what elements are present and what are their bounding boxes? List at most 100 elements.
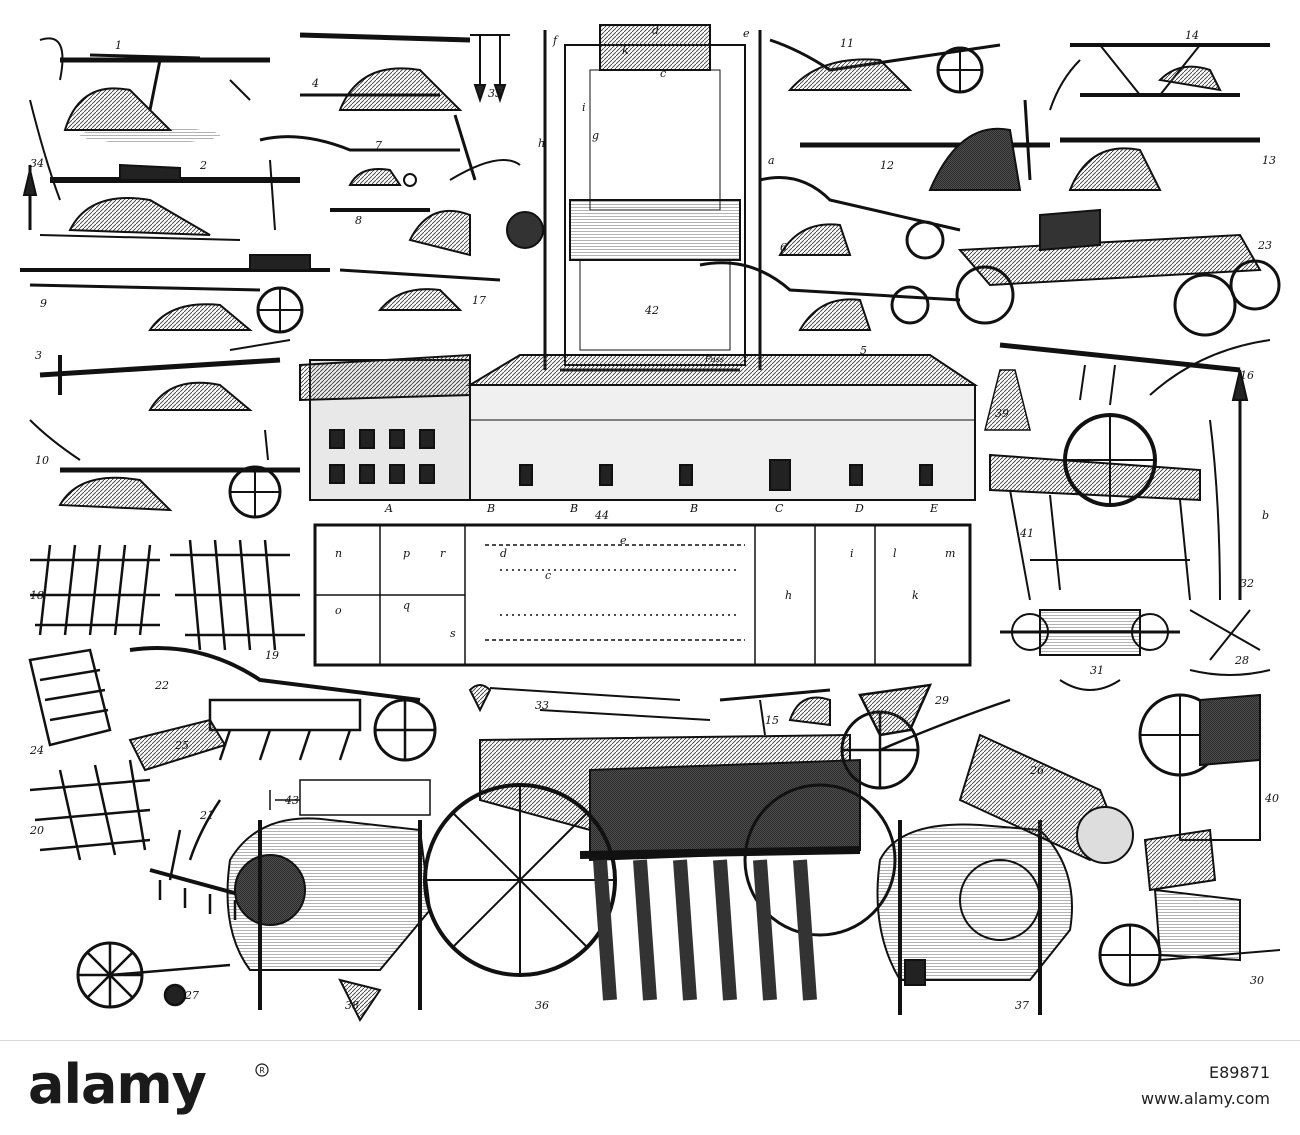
engraving-drawing [20,24,1281,1022]
plan-letter: e [620,534,627,547]
plough-1 [39,37,270,143]
building-elevation [299,353,979,501]
loom-42 [506,24,762,372]
plough-4 [299,32,471,111]
chaff-cutter-41 [989,413,1201,601]
building-letter: A [385,502,393,515]
wheelbarrow-27 [76,941,231,1009]
engraving-plate: 1 2 3 4 5 6 7 8 9 10 11 12 13 14 15 16 1… [20,24,1281,1022]
figure-number: 17 [472,294,486,307]
hoe-28 [1189,609,1271,676]
plough-14 [1070,43,1270,97]
tool-letter: b [1262,509,1270,522]
plan-letter: r [440,547,446,560]
tool-35 [470,34,510,104]
plough-10 [29,419,300,519]
figure-number: 29 [935,694,949,707]
plan-letter: s [450,627,456,640]
loom-scale-label: Fuss [705,355,724,364]
plan-letter: q [403,599,411,612]
figure-number: 35 [488,87,502,100]
harrow-21 [149,799,261,920]
figure-number: 14 [1185,29,1199,42]
harrow-20 [29,759,151,861]
plan-letter: c [545,569,552,582]
plough-3 [39,339,291,411]
tool-34 [22,165,38,230]
item-43 [269,779,431,816]
fanning-mill-38 [226,817,432,1022]
building-letter: C [775,502,784,515]
figure-number: 26 [1030,764,1044,777]
hurdle-24 [28,648,112,747]
site-url[interactable]: www.alamy.com [1141,1089,1270,1108]
plough-13 [1049,59,1260,191]
plough-5 [699,261,961,331]
building-letter: B [570,502,579,515]
plan-letter: o [335,604,342,617]
tool-32 [1209,369,1249,601]
figure-number: 27 [185,989,199,1002]
loom-letter: i [582,101,586,114]
figure-number: 6 [780,241,787,254]
hurdle-19 [170,539,305,651]
plan-letter: k [912,589,919,602]
roller-26 [958,733,1134,864]
figure-number: 3 [35,349,42,362]
footer-bar: alamy R E89871 www.alamy.com [0,1040,1300,1135]
plough-12 [800,99,1050,191]
figure-number: 7 [375,139,382,152]
item-39 [984,369,1031,431]
image-id: E89871 [1208,1063,1270,1082]
figure-number: 43 [285,794,299,807]
figure-number: 12 [880,159,894,172]
figure-number: 23 [1258,239,1272,252]
plough-15 [719,688,831,736]
figure-number: 2 [200,159,207,172]
figure-number: 8 [355,214,362,227]
figure-number: 44 [595,509,609,522]
figure-number: 34 [30,157,44,170]
building-letter: D [855,502,864,515]
loom-letter: e [743,27,750,40]
figure-number: 5 [860,344,867,357]
building-letter: B [487,502,496,515]
seeder-29 [840,683,1011,790]
tool-33 [468,684,711,721]
figure-number: 32 [1240,577,1254,590]
plan-letter: n [335,547,343,560]
plan-letter: d [500,547,508,560]
plan-letter: p [403,547,411,560]
svg-text:R: R [259,1066,265,1075]
plan-letter: l [893,547,897,560]
hurdle-18 [30,544,160,636]
roller-31 [1000,609,1180,691]
figure-number: 41 [1020,527,1034,540]
tray-25 [128,718,227,772]
figure-number: 33 [535,699,549,712]
figure-number: 10 [35,454,49,467]
figure-number: 11 [840,37,854,50]
plan-letter: h [785,589,793,602]
figure-number: 42 [645,304,659,317]
brand-logo[interactable]: alamy [28,1053,207,1116]
plough-8 [330,159,521,257]
plough-16 [999,339,1271,406]
figure-number: 4 [312,77,319,90]
figure-number: 20 [30,824,44,837]
figure-number: 13 [1262,154,1276,167]
figure-number: 38 [345,999,359,1012]
building-letter: B [690,502,699,515]
loom-letter: d [652,24,660,37]
floor-plan [313,523,972,667]
plan-letter: m [945,547,956,560]
plough-6 [759,176,961,260]
plough-7 [259,114,477,187]
building-letter: E [930,502,939,515]
tool-letter: a [768,154,775,167]
plough-2 [29,99,300,241]
loom-letter: h [538,137,546,150]
registered-icon: R [255,1063,269,1077]
figure-number: 21 [200,809,214,822]
figure-number: 31 [1090,664,1104,677]
